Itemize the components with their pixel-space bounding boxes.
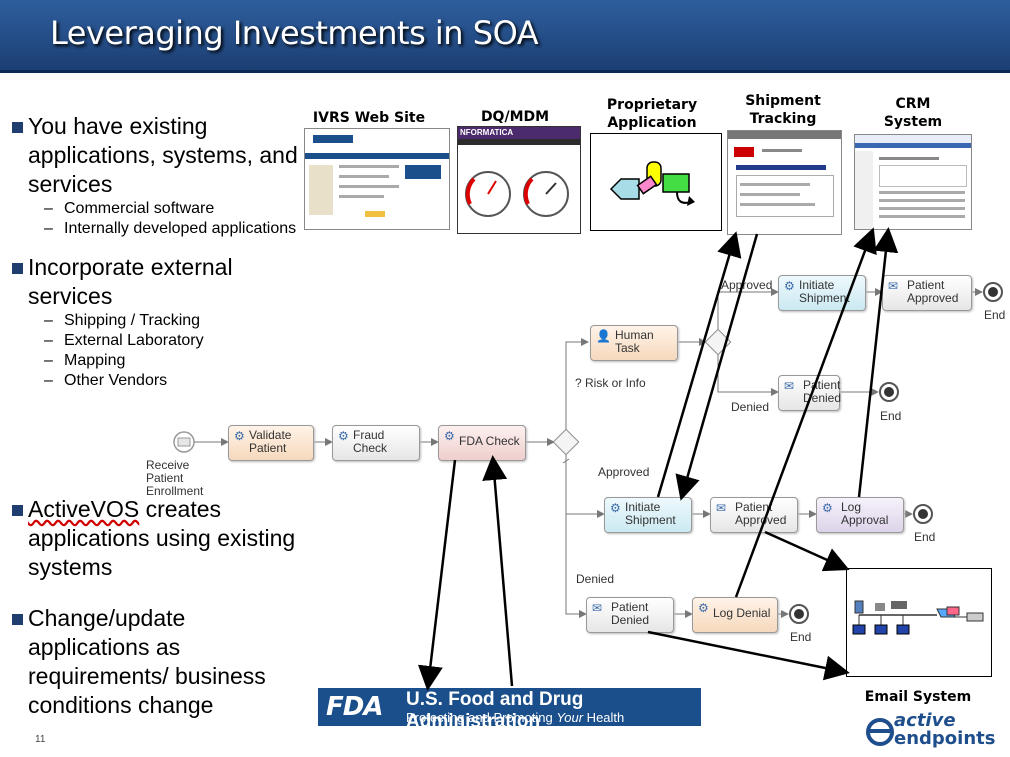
denied-label-top: Denied xyxy=(731,400,770,414)
ivrs-label: IVRS Web Site xyxy=(312,110,426,126)
envelope-icon: ✉ xyxy=(888,279,899,293)
active-endpoints-logo: active endpoints xyxy=(866,712,1001,752)
envelope-icon: ✉ xyxy=(716,501,727,515)
title-bar: Leveraging Investments in SOA xyxy=(0,0,1010,73)
proprietary-label: Proprietary Application xyxy=(606,97,698,131)
patient-approved-task[interactable]: ✉Patient Approved xyxy=(710,497,798,533)
informatica-banner: NFORMATICA xyxy=(458,127,580,139)
gear-icon: ⚙ xyxy=(444,429,455,443)
envelope-icon xyxy=(177,437,191,447)
log-approval-task[interactable]: ⚙Log Approval xyxy=(816,497,904,533)
ae-swoosh xyxy=(866,718,894,746)
bullet-list-2: ActiveVOS creates applications using exi… xyxy=(12,495,302,720)
fraud-check-task[interactable]: ⚙Fraud Check xyxy=(332,425,420,461)
gear-icon: ⚙ xyxy=(784,279,795,293)
patient-denied-task[interactable]: ✉Patient Denied xyxy=(586,597,674,633)
approved-label: Approved xyxy=(598,465,650,479)
sub-bullet: –Mapping xyxy=(44,352,126,369)
patient-denied-task-top[interactable]: ✉Patient Denied xyxy=(778,375,841,411)
initiate-shipment-task-top[interactable]: ⚙Initiate Shipment xyxy=(778,275,866,311)
crm-label: CRM System xyxy=(883,96,943,130)
ivrs-screenshot xyxy=(304,128,450,230)
denied-label: Denied xyxy=(576,572,615,586)
approved-label-top: Approved xyxy=(721,278,773,292)
dqmdm-screenshot: NFORMATICA xyxy=(457,126,581,234)
sub-bullet: –Other Vendors xyxy=(44,372,168,389)
shipment-screenshot xyxy=(727,130,842,235)
gateway xyxy=(552,428,580,456)
bullet-list: You have existing applications, systems,… xyxy=(12,112,302,391)
bullet-4: Change/update applications as requiremen… xyxy=(12,604,302,720)
gear-icon: ⚙ xyxy=(822,501,833,515)
fda-logo: FDA xyxy=(326,692,383,722)
fda-banner: FDA U.S. Food and Drug Administration Pr… xyxy=(318,688,701,732)
start-label: Receive Patient Enrollment xyxy=(146,458,204,498)
human-task[interactable]: 👤Human Task xyxy=(590,325,678,361)
slide-title: Leveraging Investments in SOA xyxy=(50,14,539,52)
log-denial-task[interactable]: ⚙Log Denial xyxy=(692,597,778,633)
end-label: End xyxy=(914,530,936,544)
gauges xyxy=(465,171,569,217)
fda-tagline: Protecting and Promoting Your Health xyxy=(406,710,625,725)
brand-line2: endpoints xyxy=(894,728,996,749)
shipment-label: Shipment Tracking xyxy=(745,93,821,127)
gateway xyxy=(704,328,732,356)
end-label: End xyxy=(790,630,812,644)
envelope-icon: ✉ xyxy=(784,379,795,393)
envelope-icon: ✉ xyxy=(592,601,603,615)
email-label: Email System xyxy=(864,689,972,705)
fda-check-task[interactable]: ⚙FDA Check xyxy=(438,425,526,461)
fda-name: U.S. Food and Drug Administration xyxy=(406,689,584,732)
sub-bullet: –Shipping / Tracking xyxy=(44,312,201,329)
gear-icon: ⚙ xyxy=(610,501,621,515)
patient-approved-task-top[interactable]: ✉Patient Approved xyxy=(882,275,972,311)
bullet-1: You have existing applications, systems,… xyxy=(12,112,302,199)
bullet-3: ActiveVOS creates applications using exi… xyxy=(12,495,302,582)
sub-bullet: –Internally developed applications xyxy=(44,220,297,237)
gear-icon: ⚙ xyxy=(234,429,245,443)
email-system-box xyxy=(846,568,992,677)
gear-icon: ⚙ xyxy=(698,601,709,615)
sub-bullet: –External Laboratory xyxy=(44,332,204,349)
proprietary-app-box xyxy=(590,133,722,231)
puzzle-icon xyxy=(609,161,695,206)
risk-label: ? Risk or Info xyxy=(575,376,646,390)
end-label: End xyxy=(984,308,1006,322)
end-label: End xyxy=(880,409,902,423)
sub-bullet: –Commercial software xyxy=(44,200,215,217)
network-icon xyxy=(852,600,984,635)
initiate-shipment-task[interactable]: ⚙Initiate Shipment xyxy=(604,497,692,533)
gear-icon: ⚙ xyxy=(338,429,349,443)
validate-patient-task[interactable]: ⚙Validate Patient xyxy=(228,425,314,461)
page-number: 11 xyxy=(35,734,46,745)
dqmdm-label: DQ/MDM xyxy=(480,109,550,125)
person-icon: 👤 xyxy=(596,329,611,343)
brand-line1: active xyxy=(894,710,956,731)
crm-screenshot xyxy=(854,134,972,230)
bullet-2: Incorporate external services xyxy=(12,253,302,311)
